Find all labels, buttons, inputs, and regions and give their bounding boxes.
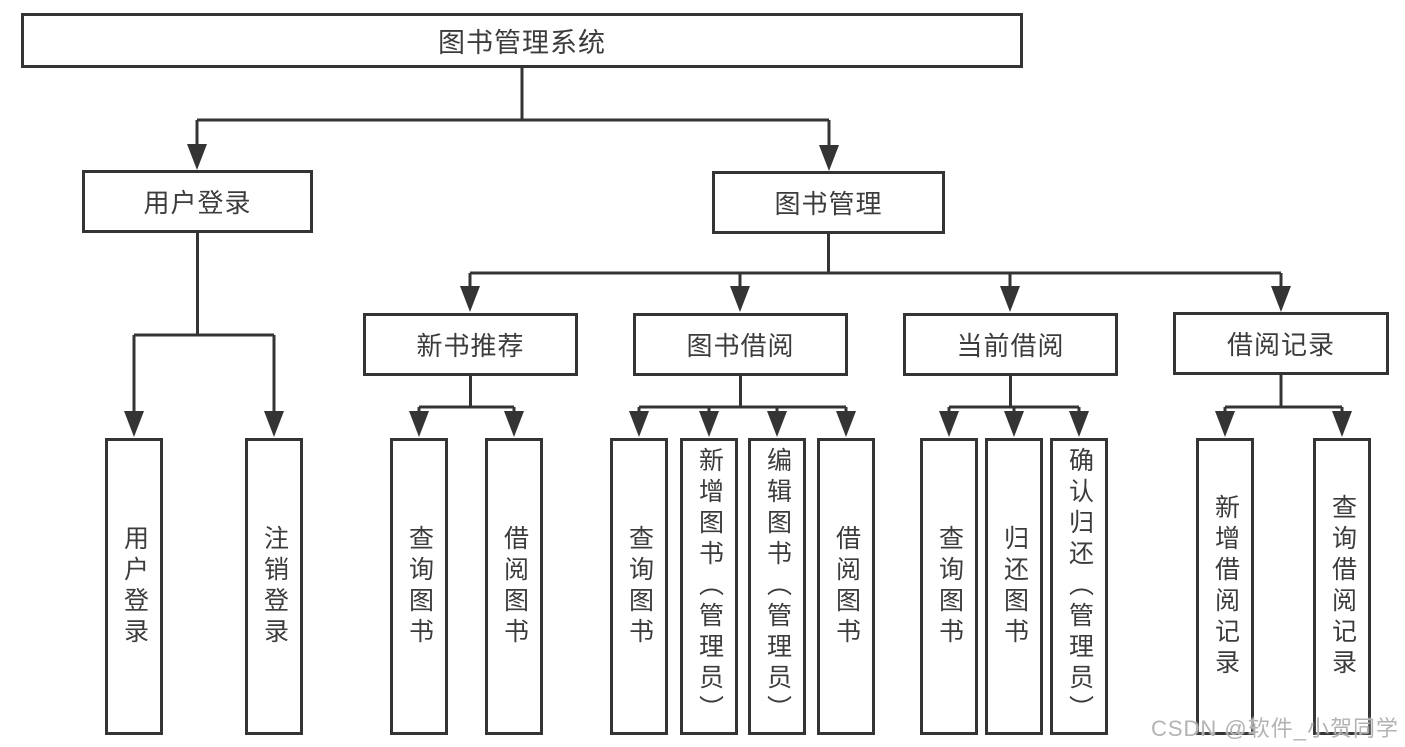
arrowhead — [1271, 286, 1291, 312]
arrowhead — [1215, 411, 1235, 437]
arrowhead — [124, 411, 144, 437]
node-label: 新书推荐 — [416, 331, 525, 361]
node-label: 用户登录 — [143, 188, 252, 218]
connector-borrow-records-to-leaves — [1223, 375, 1344, 418]
connector-new-book-to-leaves — [417, 375, 516, 418]
arrowhead — [1069, 411, 1089, 437]
node-label: 用户登录 — [120, 524, 149, 649]
node-borrow-records: 借阅记录 — [1173, 312, 1389, 375]
leaf-add-borrow-record: 新增借阅记录 — [1196, 438, 1254, 735]
node-user-login: 用户登录 — [82, 170, 313, 233]
leaf-query-books-borrow: 查询图书 — [610, 438, 668, 735]
node-label: 借阅图书 — [500, 524, 529, 649]
node-book-borrow: 图书借阅 — [633, 313, 848, 376]
connector-user-login-to-leaves — [132, 233, 276, 418]
node-label: 借阅图书 — [832, 524, 861, 649]
node-new-book-recommend: 新书推荐 — [363, 313, 578, 376]
arrowhead — [730, 286, 750, 312]
leaf-logout: 注销登录 — [245, 438, 303, 735]
leaf-query-borrow-record: 查询借阅记录 — [1313, 438, 1371, 735]
connector-book-mgmt-to-level3 — [468, 234, 1283, 296]
leaf-edit-book-admin: 编辑图书（管理员） — [748, 438, 806, 735]
connector-book-borrow-to-leaves — [637, 375, 848, 418]
arrowhead — [264, 411, 284, 437]
node-label: 查询图书 — [405, 524, 434, 649]
node-label: 确认归还（管理员） — [1065, 447, 1094, 726]
arrowhead — [504, 411, 524, 437]
leaf-return-book: 归还图书 — [985, 438, 1043, 735]
node-label: 图书借阅 — [686, 331, 795, 361]
arrowhead — [1000, 286, 1020, 312]
leaf-borrow-books: 借阅图书 — [817, 438, 875, 735]
arrowhead — [187, 144, 207, 170]
leaf-query-books-recommend: 查询图书 — [390, 438, 448, 735]
arrowhead — [629, 411, 649, 437]
node-label: 图书管理 — [774, 189, 883, 219]
leaf-borrow-books-recommend: 借阅图书 — [485, 438, 543, 735]
arrowhead — [1004, 411, 1024, 437]
node-label: 编辑图书（管理员） — [763, 447, 792, 726]
node-label: 归还图书 — [1000, 524, 1029, 649]
node-book-management: 图书管理 — [712, 171, 945, 234]
node-root-library-system: 图书管理系统 — [21, 13, 1023, 68]
arrowhead — [460, 286, 480, 312]
node-label: 新增图书（管理员） — [695, 447, 724, 726]
arrowhead — [836, 411, 856, 437]
arrowhead — [409, 411, 429, 437]
leaf-confirm-return-admin: 确认归还（管理员） — [1050, 438, 1108, 735]
node-label: 查询借阅记录 — [1328, 493, 1357, 680]
node-label: 查询图书 — [625, 524, 654, 649]
node-label: 查询图书 — [935, 524, 964, 649]
node-current-borrow: 当前借阅 — [903, 313, 1118, 376]
arrowhead — [819, 145, 839, 171]
node-label: 当前借阅 — [956, 331, 1065, 361]
leaf-add-book-admin: 新增图书（管理员） — [680, 438, 738, 735]
node-label: 借阅记录 — [1226, 330, 1335, 360]
arrowhead — [1332, 411, 1352, 437]
leaf-user-login: 用户登录 — [105, 438, 163, 735]
connector-root-to-level2 — [195, 68, 831, 152]
node-label: 注销登录 — [260, 524, 289, 649]
arrowhead — [699, 411, 719, 437]
node-label: 新增借阅记录 — [1211, 493, 1240, 680]
watermark: CSDN @软件_小贺同学 — [1150, 716, 1399, 741]
arrowhead — [767, 411, 787, 437]
node-label: 图书管理系统 — [438, 28, 606, 58]
leaf-query-books-current: 查询图书 — [920, 438, 978, 735]
arrowhead — [939, 411, 959, 437]
